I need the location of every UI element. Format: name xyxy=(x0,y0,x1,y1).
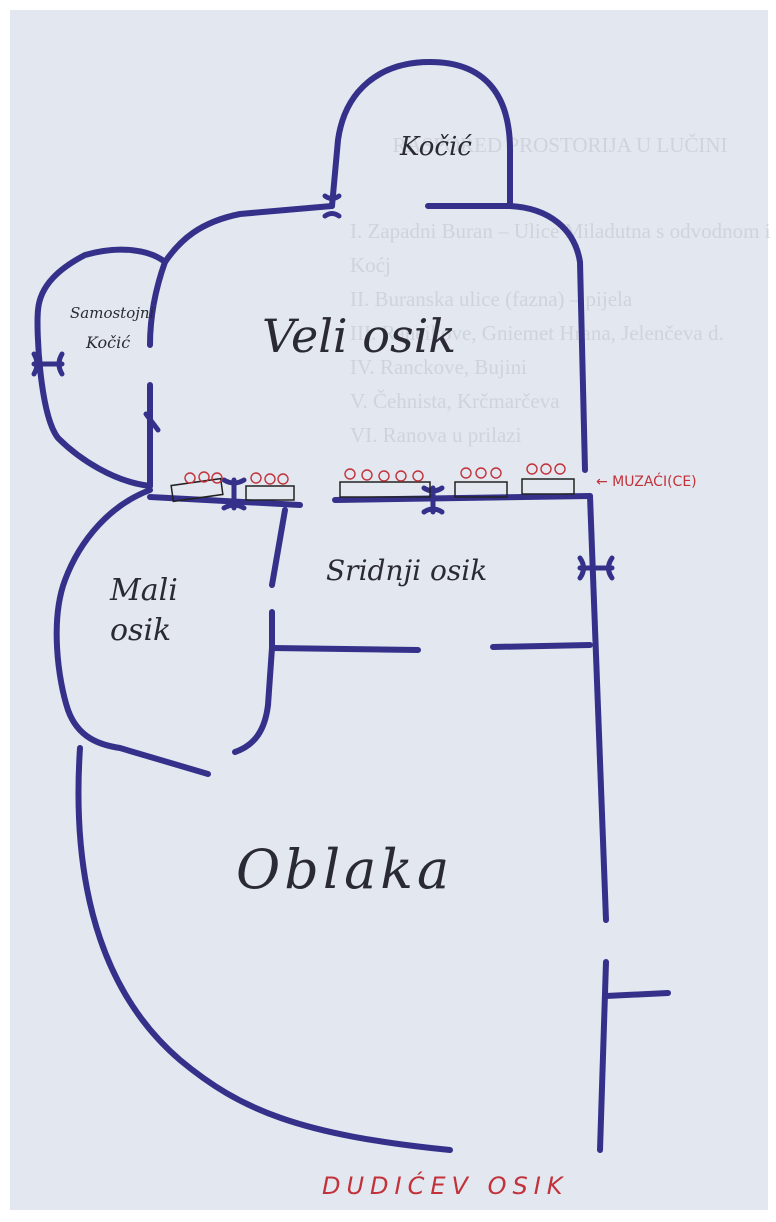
annotation-muzaci: ← MUZAĆI(CE) xyxy=(596,472,697,490)
wall-oblaka xyxy=(75,745,453,1153)
paper-background xyxy=(10,10,768,1210)
wall-mali-right-lower xyxy=(232,609,275,755)
wall-sridnji-bottom-right xyxy=(490,642,593,650)
cattle-icon xyxy=(344,468,424,482)
wall-mali-right xyxy=(269,507,288,588)
trough-icon xyxy=(339,481,431,498)
room-label-samostojni-line1: Samostojni xyxy=(70,304,155,322)
bleed-heading: RASPORED PROSTORIJA U LUČINI xyxy=(392,133,727,157)
room-label-sridnji-osik: Sridnji osik xyxy=(326,554,487,587)
troughs xyxy=(170,477,575,503)
cattle-icon xyxy=(250,472,289,485)
bleed-line-6: V. Čehnista, Krčmarčeva xyxy=(350,389,560,413)
room-label-oblaka: Oblaka xyxy=(236,838,453,901)
wall-kocic xyxy=(329,59,513,209)
room-label-mali-line1: Mali xyxy=(109,573,178,608)
wall-veli-left-upper xyxy=(147,259,168,348)
annotation-dudicev-osik: DUDIĆEV OSIK xyxy=(322,1170,569,1200)
wall-sridnji-bottom-left xyxy=(269,645,421,653)
room-label-kocic: Kočić xyxy=(399,132,472,162)
walls xyxy=(34,59,671,1153)
wall-veli-bottom-left xyxy=(147,494,303,508)
wall-dudicev-branch xyxy=(603,990,671,999)
bleed-line-3: II. Buranska ulice (fazna) – pijela xyxy=(350,287,633,311)
doors xyxy=(31,193,615,581)
trough-icon xyxy=(245,485,295,501)
bleed-through-text: RASPORED PROSTORIJA U LUČINI I. Zapadni … xyxy=(350,133,771,447)
bleed-line-5: IV. Ranckove, Bujini xyxy=(350,355,527,379)
room-label-mali-line2: osik xyxy=(110,613,171,648)
door-icon xyxy=(577,555,615,581)
wall-veli-top-right xyxy=(425,203,588,473)
wall-samostojni xyxy=(34,246,168,489)
trough-icon xyxy=(170,477,224,503)
wall-veli-bottom-right xyxy=(332,493,593,503)
bleed-line-2: Koćj xyxy=(350,253,391,277)
wall-veli-top-left xyxy=(162,203,335,265)
wall-mali xyxy=(53,487,211,777)
cattle-group xyxy=(184,463,566,485)
trough-icon xyxy=(454,481,508,498)
door-icon xyxy=(221,477,247,511)
door-icon xyxy=(31,351,65,377)
cattle-icon xyxy=(526,463,566,475)
door-icon xyxy=(421,485,445,515)
door-icon xyxy=(143,411,161,433)
bleed-line-7: VI. Ranova u prilazi xyxy=(350,423,522,447)
room-label-samostojni-line2: Kočić xyxy=(85,333,130,352)
room-label-veli-osik: Veli osik xyxy=(262,309,456,363)
door-icon xyxy=(322,193,342,219)
cattle-icon xyxy=(184,471,223,484)
cattle-icon xyxy=(460,467,502,479)
bleed-line-4: III. Raneikove, Gniemet Hrana, Jelenčeva… xyxy=(350,321,724,345)
trough-icon xyxy=(521,478,575,495)
